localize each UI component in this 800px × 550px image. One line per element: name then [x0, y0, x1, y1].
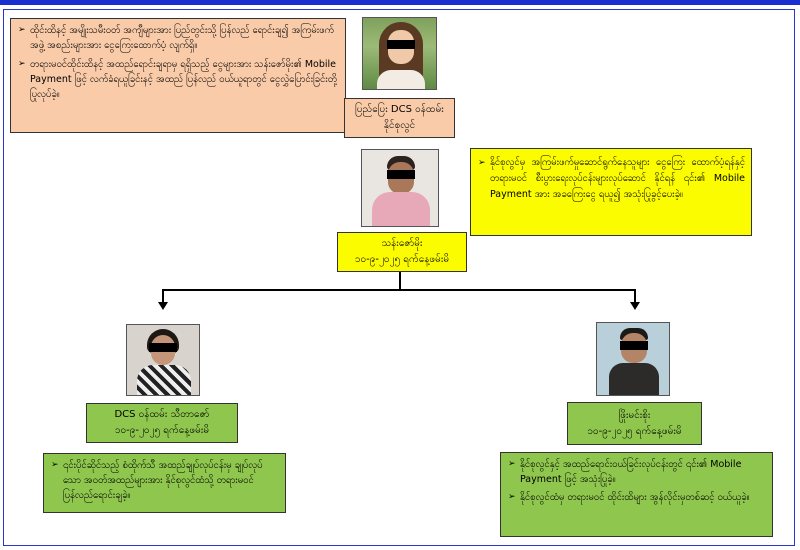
connector-vertical-center	[399, 272, 401, 290]
arrest-date: ၁၀-၉-၂၀၂၅ ရက်နေ့ဖမ်းမိ	[354, 254, 450, 265]
left-person-photo	[126, 324, 200, 396]
center-person-label: သန်းဇော်မိုး ၁၀-၉-၂၀၂၅ ရက်နေ့ဖမ်းမိ	[337, 232, 467, 272]
right-note-box: နိုင်စုလွင်မှ အကြမ်းဖက်မှုဆောင်ရွက်နေသူမ…	[470, 148, 752, 236]
person-name: ဖြိုးမင်းစိုး	[618, 409, 651, 421]
note-item: နိုင်စုလွင်နှင့် အထည်ရောင်းဝယ်ခြင်းလုပ်င…	[507, 457, 766, 487]
right-person-label: ဖြိုးမင်းစိုး ၁၀-၉-၂၀၂၅ ရက်နေ့ဖမ်းမိ	[567, 402, 702, 445]
shirt-shape	[377, 70, 425, 89]
person-name: သန်းဇော်မိုး	[381, 238, 423, 249]
note-item: တရားမဝင်ထိုင်းထိနင့် အထည်ရောင်းချရာမှ ရရ…	[17, 57, 339, 102]
shirt-shape	[609, 363, 659, 395]
person-role: DCS ဝန်ထမ်း သီတာဇော်	[114, 409, 210, 420]
right-person-photo	[596, 322, 670, 396]
top-accent-bar	[0, 0, 800, 5]
note-item: နိုင်စုလွင်ထံမှ တရားမဝင် ထိုင်းထိများ အွ…	[507, 490, 766, 505]
face-censor-bar	[387, 170, 415, 179]
connector-right-drop	[634, 289, 636, 303]
top-person-label: ပြည်ပြေး DCS ဝန်ထမ်း နိုင်စုလွင်	[344, 98, 455, 138]
arrest-date: ၁၀-၉-၂၀၂၅ ရက်နေ့ဖမ်းမိ	[114, 425, 210, 436]
connector-horizontal	[162, 289, 636, 291]
note-item: ၎င်းပိုင်ဆိုင်သည့် စံထိုက်သီ အထည်ချုပ်လု…	[50, 458, 279, 503]
center-person-photo	[361, 149, 439, 227]
top-person-photo	[362, 17, 437, 90]
face-censor-bar	[387, 40, 415, 49]
note-item: ထိုင်းထိနင့် အမျိုးသမီးဝတ် အကျီများအား ပ…	[17, 23, 339, 53]
right-bottom-note-box: နိုင်စုလွင်နှင့် အထည်ရောင်းဝယ်ခြင်းလုပ်င…	[500, 452, 773, 537]
arrow-right	[630, 302, 640, 310]
note-item: နိုင်စုလွင်မှ အကြမ်းဖက်မှုဆောင်ရွက်နေသူမ…	[477, 155, 745, 203]
left-person-label: DCS ဝန်ထမ်း သီတာဇော် ၁၀-၉-၂၀၂၅ ရက်နေ့ဖမ်…	[86, 403, 238, 443]
face-censor-bar	[149, 343, 177, 352]
person-role: ပြည်ပြေး DCS ဝန်ထမ်း	[355, 104, 444, 115]
shirt-shape	[372, 192, 430, 226]
arrow-left	[158, 302, 168, 310]
top-left-note-box: ထိုင်းထိနင့် အမျိုးသမီးဝတ် အကျီများအား ပ…	[10, 18, 346, 133]
connector-left-drop	[162, 289, 164, 303]
arrest-date: ၁၀-၉-၂၀၂၅ ရက်နေ့ဖမ်းမိ	[587, 425, 682, 437]
face-censor-bar	[620, 341, 648, 350]
shirt-shape	[137, 365, 191, 395]
diagram-frame	[3, 9, 795, 546]
left-note-box: ၎င်းပိုင်ဆိုင်သည့် စံထိုက်သီ အထည်ချုပ်လု…	[43, 453, 286, 513]
person-name: နိုင်စုလွင်	[383, 120, 416, 131]
